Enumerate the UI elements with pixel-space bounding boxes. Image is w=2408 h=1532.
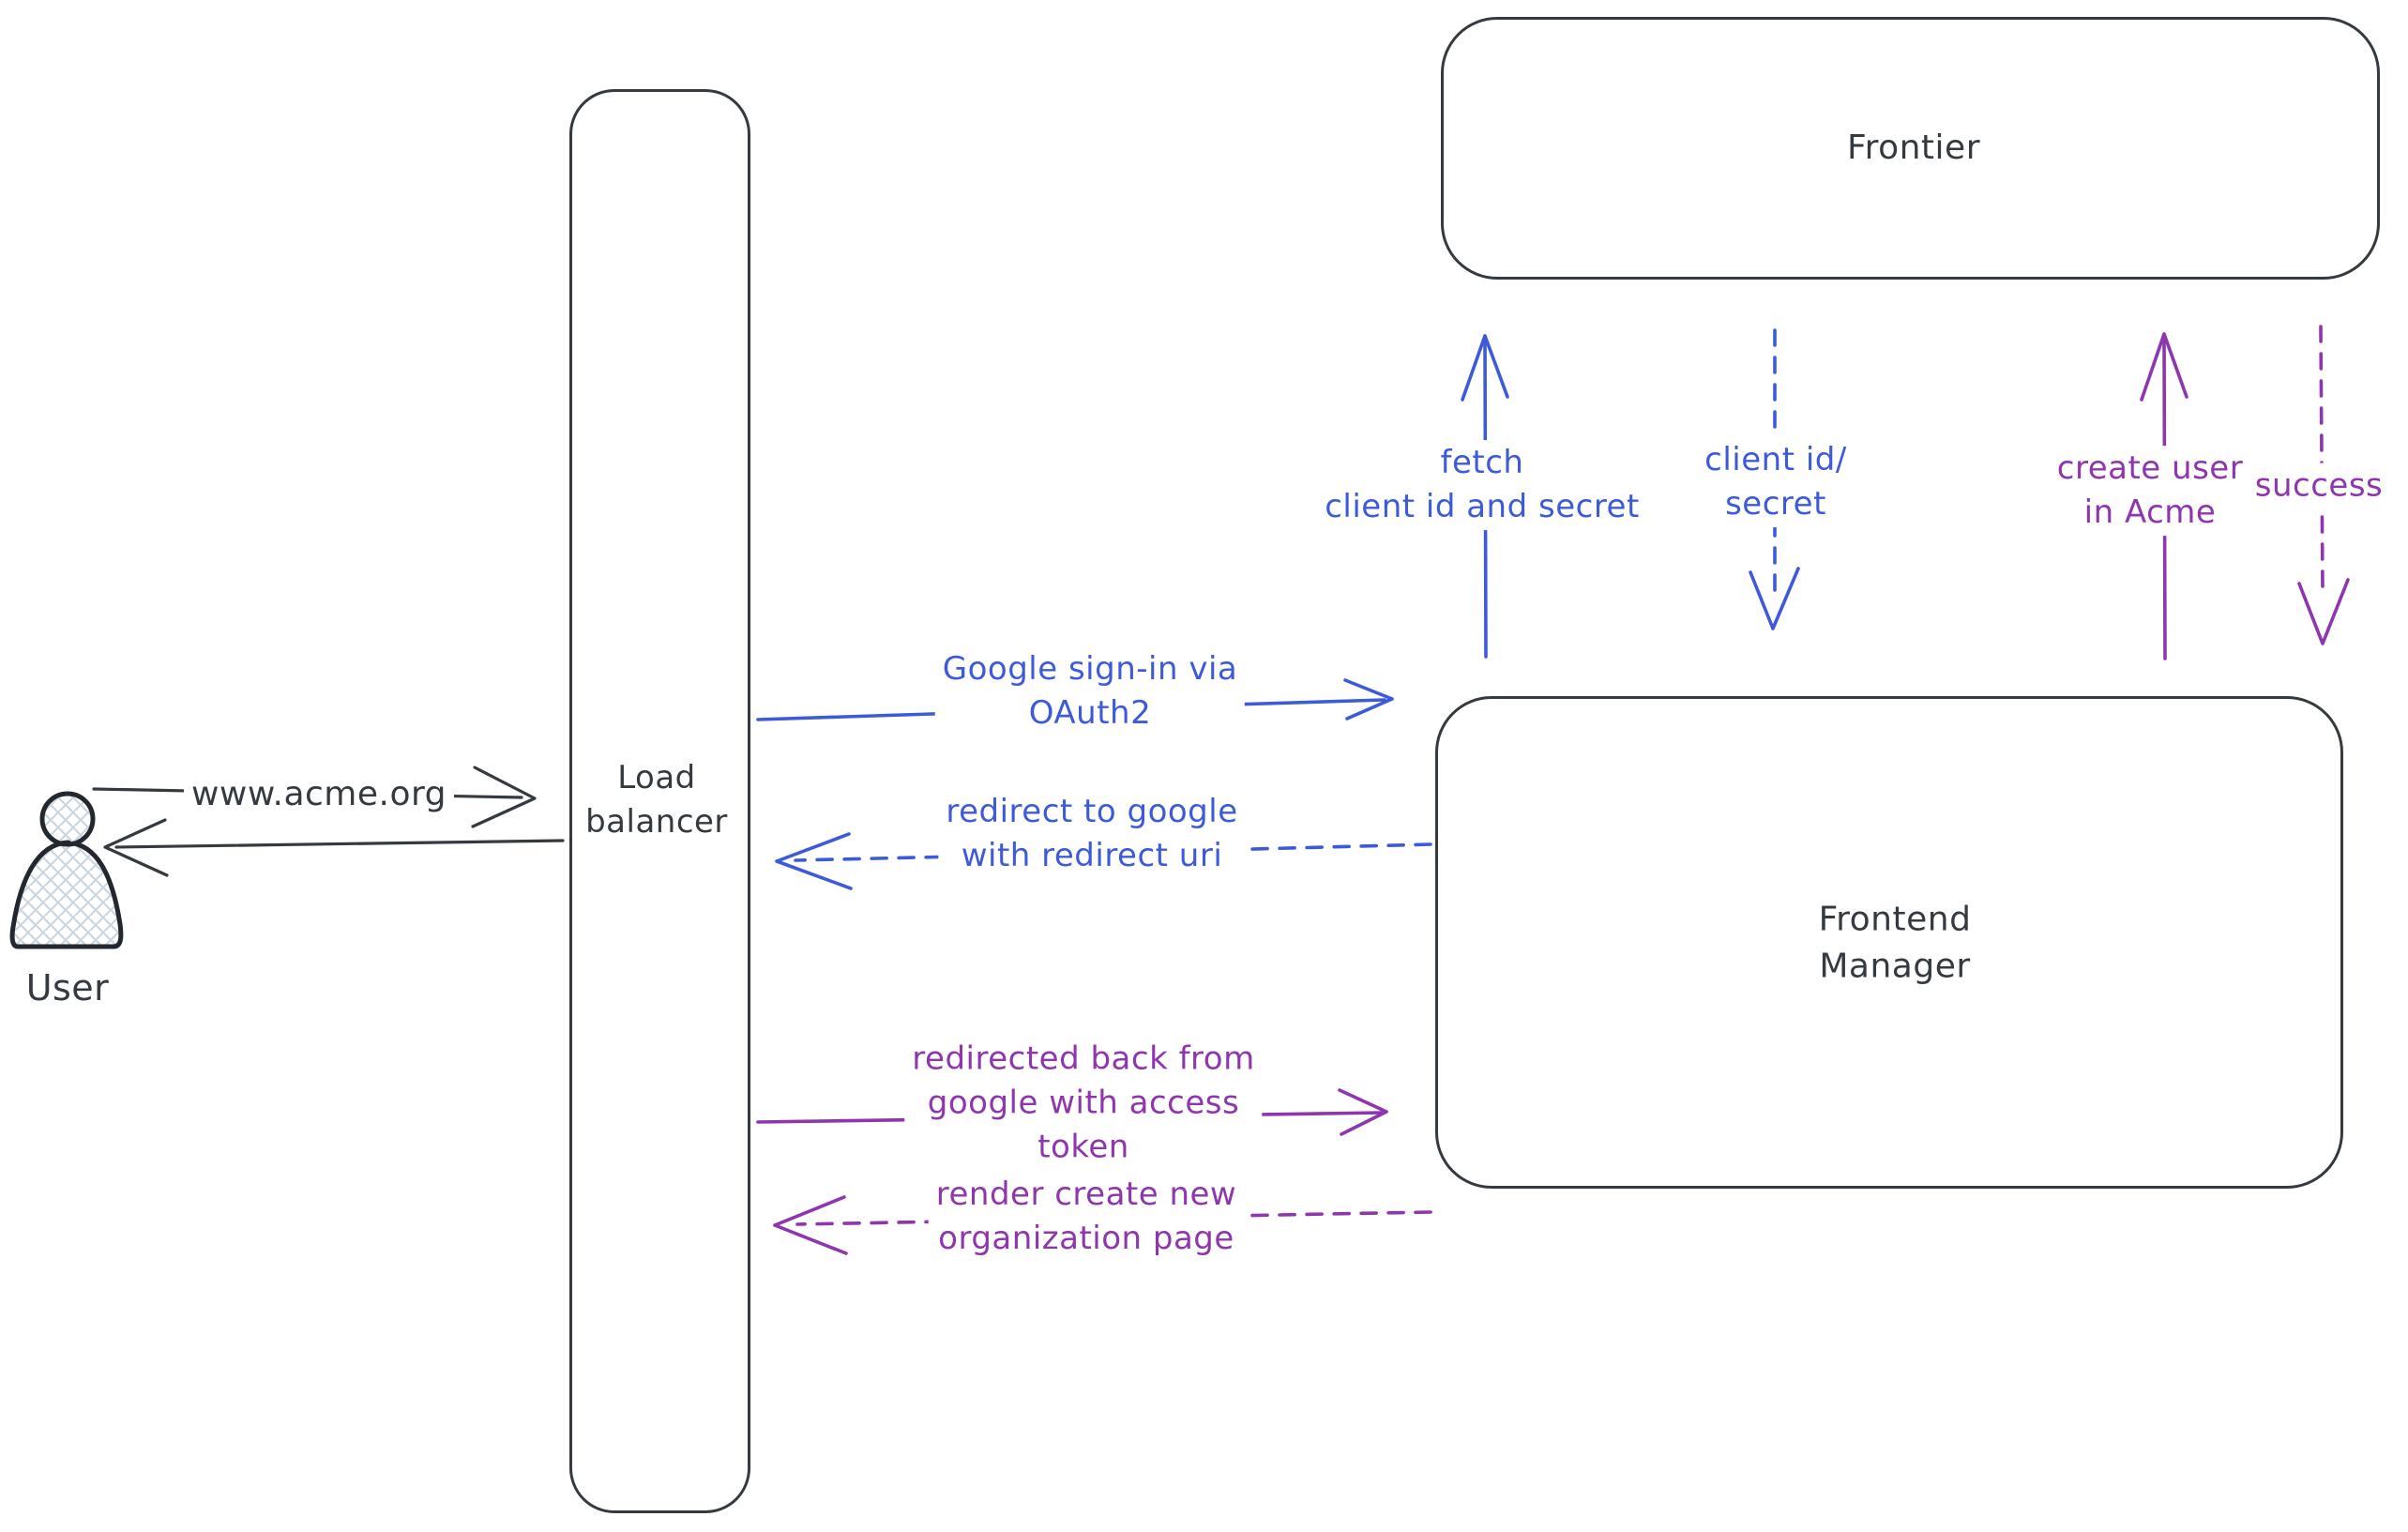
- load-balancer-box: [569, 89, 750, 1513]
- success-label: success: [2247, 463, 2391, 509]
- frontend-manager-label: Frontend Manager: [1818, 900, 1972, 985]
- edge-success: [2297, 325, 2350, 645]
- frontier-label: Frontier: [1846, 129, 1981, 168]
- edge-lb-to-user: [103, 818, 565, 877]
- user-icon: [9, 791, 124, 949]
- client-id-secret-label: client id/ secret: [1697, 437, 1855, 527]
- redirect-google-label: redirect to google with redirect uri: [938, 789, 1246, 879]
- user-label: User: [25, 966, 110, 1009]
- edge-redirect-google: [775, 832, 1432, 890]
- frontier-box: [1441, 17, 2380, 280]
- fetch-secret-label: fetch client id and secret: [1317, 440, 1647, 530]
- edge-client-id-secret: [1749, 328, 1800, 630]
- edge-render-org-page: [773, 1195, 1432, 1255]
- create-user-label: create user in Acme: [2049, 446, 2251, 536]
- google-signin-label: Google sign-in via OAuth2: [934, 646, 1246, 736]
- frontend-manager-box: [1435, 696, 2343, 1189]
- redirected-back-label: redirected back from google with access …: [904, 1036, 1263, 1171]
- load-balancer-label: Load balancer: [585, 759, 728, 841]
- render-org-page-label: render create new organization page: [928, 1172, 1245, 1262]
- www-acme-org-label: www.acme.org: [183, 770, 455, 819]
